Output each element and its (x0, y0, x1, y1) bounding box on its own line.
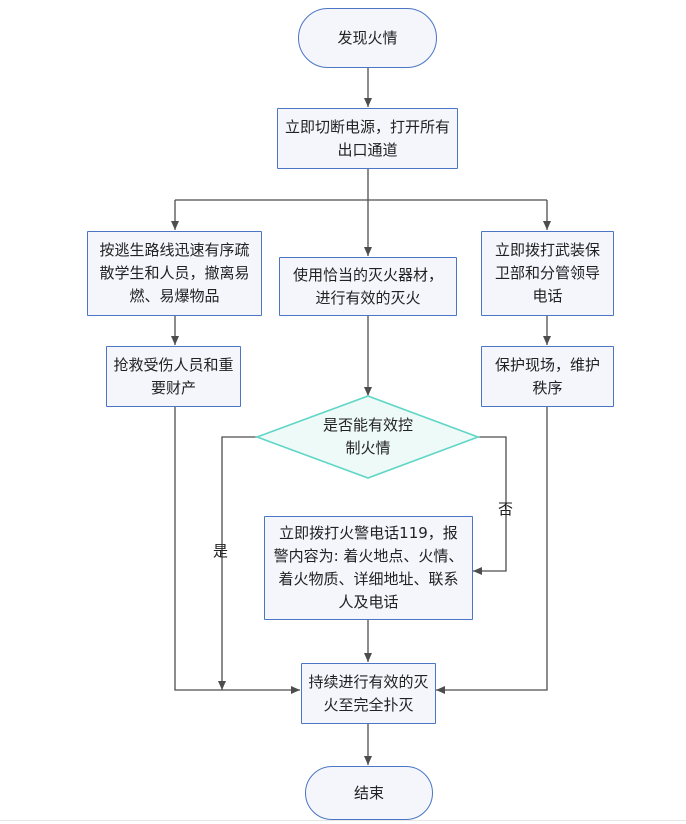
end-node: 结束 (305, 766, 433, 820)
protect-scene-node: 保护现场，维护秩序 (481, 346, 614, 407)
decision-diamond (254, 395, 481, 479)
edge-protect-to-continue (436, 407, 548, 694)
edge-decision-no-to-119 (473, 436, 507, 575)
edge-rescue-to-continue (174, 407, 300, 694)
continue-node: 持续进行有效的灭火至完全扑灭 (301, 663, 436, 724)
edge-label-yes: 是 (213, 542, 229, 560)
call-security-node: 立即拨打武装保卫部和分管领导电话 (481, 231, 614, 316)
edge-decision-yes-down (218, 436, 257, 690)
edge-label-no: 否 (498, 500, 514, 518)
call-119-node: 立即拨打火警电话119，报警内容为: 着火地点、火情、着火物质、详细地址、联系人… (264, 516, 473, 620)
rescue-node: 抢救受伤人员和重要财产 (106, 346, 241, 407)
evacuate-node: 按逃生路线迅速有序疏散学生和人员，撤离易燃、易爆物品 (87, 231, 262, 316)
decision-label: 是否能有效控制火情 (322, 416, 413, 457)
start-node: 发现火情 (298, 8, 437, 68)
bottom-divider (0, 820, 686, 821)
extinguish-node: 使用恰当的灭火器材，进行有效的灭火 (279, 257, 457, 316)
cut-power-node: 立即切断电源，打开所有出口通道 (277, 108, 458, 169)
